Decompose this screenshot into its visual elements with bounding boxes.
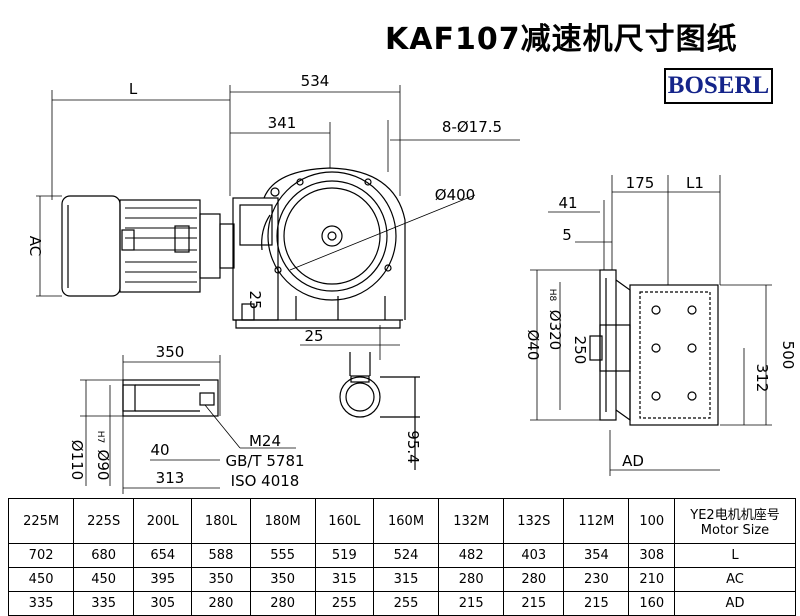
row-label: L [674, 543, 796, 568]
shaft-detail [122, 379, 219, 417]
dim-41: 41 [558, 194, 577, 212]
dim-L: L [129, 80, 138, 98]
header-cell: 180M [249, 498, 316, 544]
table-cell: 210 [628, 567, 675, 592]
table-cell: 403 [503, 543, 565, 568]
page-title: KAF107减速机尺寸图纸 [385, 22, 738, 57]
brand-logo: BOSERL [664, 68, 773, 104]
dim-534: 534 [301, 72, 330, 90]
dim-m24: M24 [249, 432, 281, 450]
table-cell: 350 [249, 567, 316, 592]
side-view-body [589, 269, 719, 426]
header-cell: 225M [7, 498, 75, 544]
table-cell: 395 [133, 567, 193, 592]
table-cell: 555 [249, 543, 316, 568]
technical-drawing: L 534 341 8-Ø17.5 Ø400 AC 25 25 175 L1 4… [26, 72, 797, 494]
dim-tol-h8: H8 [547, 289, 557, 302]
dim-dia400: Ø400 [435, 186, 475, 204]
dim-350: 350 [156, 343, 185, 361]
header-cell: 100 [628, 498, 675, 544]
row-label: AD [674, 591, 796, 616]
table-cell: 450 [7, 567, 75, 592]
dim-dia90: Ø90 [94, 450, 112, 481]
dim-313: 313 [156, 469, 185, 487]
header-cell: 180L [191, 498, 251, 544]
dim-312: 312 [753, 364, 771, 393]
dim-dia40: Ø40 [524, 330, 542, 361]
table-cell: 280 [191, 591, 251, 616]
header-cell: 200L [133, 498, 193, 544]
header-cell: 132M [438, 498, 505, 544]
table-cell: 450 [73, 567, 135, 592]
header-label-cell: YE2电机机座号 Motor Size [674, 498, 796, 544]
table-cell: 215 [563, 591, 630, 616]
dim-40: 40 [150, 441, 169, 459]
header-cell: 160L [314, 498, 374, 544]
dim-25-vertical: 25 [246, 290, 264, 309]
table-cell: 482 [438, 543, 505, 568]
shaft-dimensions [80, 355, 296, 494]
header-cell: 112M [563, 498, 630, 544]
header-cell: 225S [73, 498, 135, 544]
dim-L1: L1 [686, 174, 704, 192]
dim-250: 250 [571, 336, 589, 365]
shaft-section [339, 352, 420, 470]
dim-gb: GB/T 5781 [225, 452, 304, 470]
table-cell: 215 [438, 591, 505, 616]
table-cell: 280 [503, 567, 565, 592]
table-cell: 315 [314, 567, 374, 592]
table-cell: 308 [628, 543, 675, 568]
dim-dia320: Ø320 [546, 310, 564, 350]
dim-5: 5 [562, 226, 572, 244]
table-cell: 160 [628, 591, 675, 616]
dim-AD: AD [622, 452, 644, 470]
dim-dia110: Ø110 [68, 440, 86, 480]
table-cell: 215 [503, 591, 565, 616]
dim-tol-h7: H7 [95, 431, 105, 444]
dim-iso: ISO 4018 [231, 472, 300, 490]
table-cell: 680 [73, 543, 135, 568]
table-cell: 350 [191, 567, 251, 592]
table-cell: 588 [191, 543, 251, 568]
header-en: Motor Size [700, 523, 770, 538]
gearbox-body [232, 167, 406, 329]
table-cell: 255 [372, 591, 440, 616]
header-cn: YE2电机机座号 [690, 508, 780, 523]
dim-341: 341 [268, 114, 297, 132]
table-cell: 305 [133, 591, 193, 616]
side-dimensions [530, 175, 772, 476]
dim-500: 500 [779, 341, 797, 370]
table-cell: 524 [372, 543, 440, 568]
table-cell: 354 [563, 543, 630, 568]
table-cell: 702 [7, 543, 75, 568]
table-cell: 280 [249, 591, 316, 616]
row-label: AC [674, 567, 796, 592]
table-cell: 255 [314, 591, 374, 616]
dim-AC: AC [26, 236, 44, 256]
dim-25-horizontal: 25 [304, 327, 323, 345]
header-cell: 132S [503, 498, 565, 544]
table-cell: 315 [372, 567, 440, 592]
dim-bolts: 8-Ø17.5 [442, 118, 502, 136]
table-cell: 335 [73, 591, 135, 616]
table-cell: 519 [314, 543, 374, 568]
front-dimensions [36, 85, 520, 360]
table-cell: 335 [7, 591, 75, 616]
dim-175: 175 [626, 174, 655, 192]
motor-body [61, 195, 235, 297]
table-cell: 654 [133, 543, 193, 568]
header-cell: 160M [372, 498, 440, 544]
dim-95-4: 95.4 [404, 430, 422, 463]
table-cell: 230 [563, 567, 630, 592]
table-cell: 280 [438, 567, 505, 592]
